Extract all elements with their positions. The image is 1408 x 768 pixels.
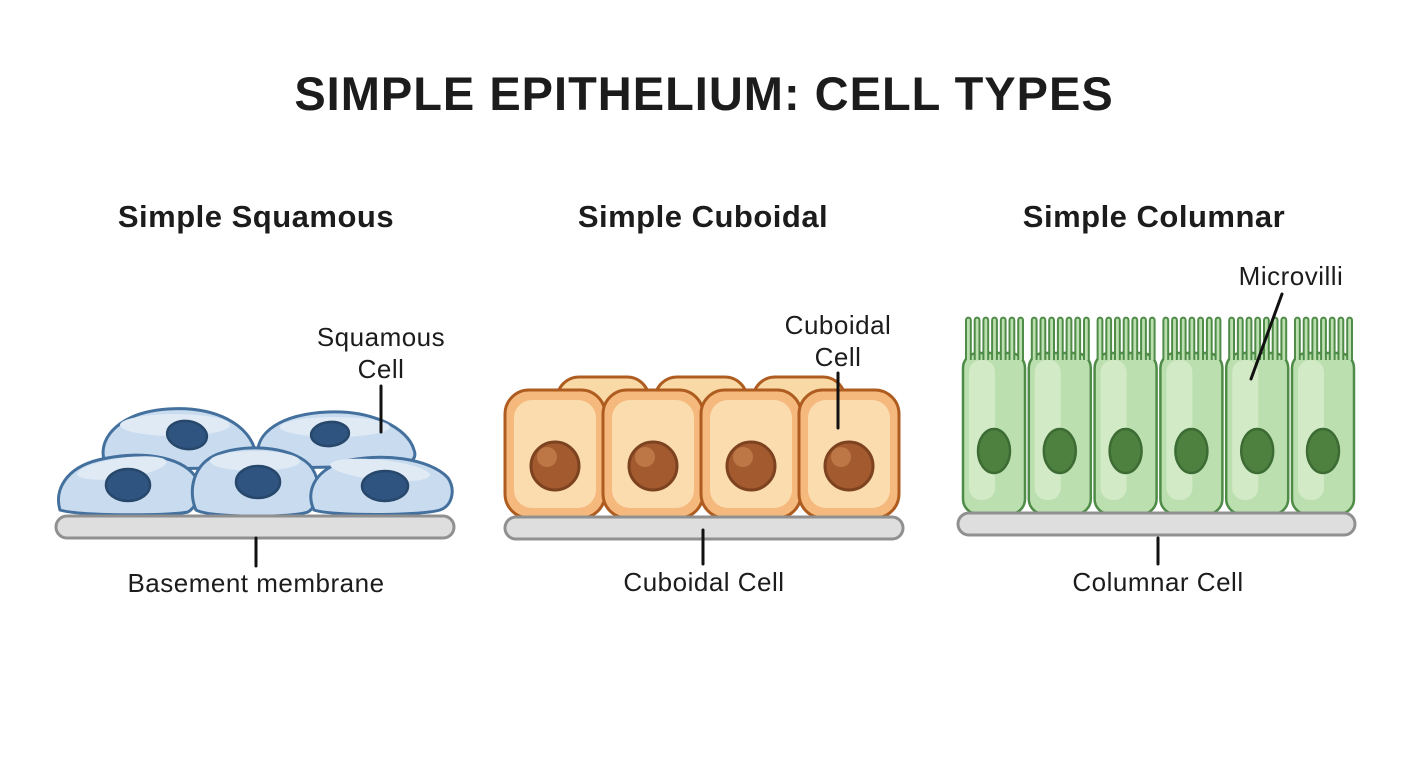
columnar-cell [1224,316,1290,516]
squamous-illustration [54,407,456,540]
panel-heading-columnar: Simple Columnar [1022,199,1286,234]
columnar-cell [1093,316,1158,516]
squamous-nucleus [165,419,209,451]
columnar-cell [961,316,1027,516]
squamous-cell [57,453,200,517]
cuboidal-cell [797,388,901,520]
basement-membrane [503,515,905,541]
columnar-illustration [956,316,1357,537]
label-squamous-cell-line2: Cell [357,354,405,384]
label-basement-membrane: Basement membrane [127,568,385,598]
squamous-nucleus [104,467,152,503]
cuboidal-cell [601,388,705,520]
label-cuboidal-cell-line2: Cell [814,342,862,372]
squamous-nucleus [360,469,410,503]
squamous-cell-highlight [210,451,300,471]
label-squamous-cell: Squamous Cell [281,321,481,385]
columnar-cell [1159,316,1224,516]
cuboidal-cell [503,388,607,520]
squamous-cell-highlight [330,458,430,482]
label-columnar-cell-bottom: Columnar Cell [1072,567,1244,597]
panel-heading-squamous: Simple Squamous [117,199,395,234]
squamous-nucleus [234,464,282,500]
label-microvilli: Microvilli [1238,261,1344,291]
panel-heading-cuboidal: Simple Cuboidal [577,199,829,234]
label-cuboidal-cell-line1: Cuboidal [784,310,892,340]
squamous-cell-highlight [77,456,167,480]
basement-membrane [54,514,456,540]
label-cuboidal-cell-bottom: Cuboidal Cell [623,567,785,597]
basement-membrane [956,511,1357,537]
squamous-cell [309,455,454,516]
diagram-title: SIMPLE EPITHELIUM: CELL TYPES [294,67,1114,120]
columnar-cell [1027,316,1093,516]
squamous-cell [256,410,417,470]
cuboidal-illustration [503,375,905,541]
label-cuboidal-cell-top: Cuboidal Cell [738,309,938,373]
columnar-cell [1290,316,1356,516]
cuboidal-cell [699,388,803,520]
squamous-cell [190,446,320,518]
squamous-nucleus [309,420,351,448]
label-squamous-cell-line1: Squamous [316,322,446,352]
